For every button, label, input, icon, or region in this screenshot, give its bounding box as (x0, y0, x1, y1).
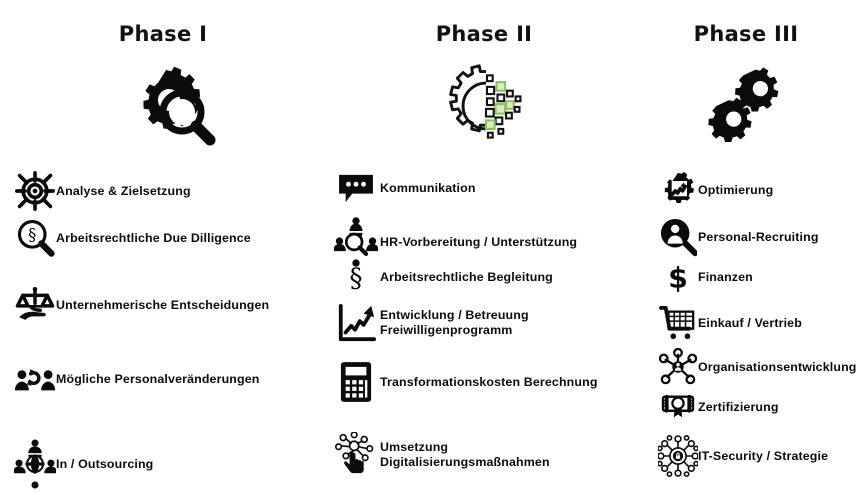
list-item-label: Organisationsentwicklung (698, 359, 856, 374)
list-item-label: Einkauf / Vertrieb (698, 315, 802, 330)
svg-text:§: § (28, 226, 36, 245)
two-gears-icon (708, 62, 788, 142)
list-item-label: Personal-Recruiting (698, 229, 819, 244)
hand-click-network-icon (332, 432, 380, 478)
list-item[interactable]: Mögliche Personalveränderungen (14, 362, 314, 396)
list-item[interactable]: Kommunikation (332, 172, 638, 204)
list-item-label: Arbeitsrechtliche Due Dilligence (56, 230, 251, 245)
list-item-label: Umsetzung Digitalisierungsmaßnahmen (380, 440, 550, 469)
list-item[interactable]: Analyse & Zielsetzung (14, 171, 314, 211)
phase-3-hero-icon-wrap (640, 62, 856, 154)
list-item-label: Entwicklung / Betreuung Freiwilligenprog… (380, 308, 529, 337)
phase-column-1: Phase I (0, 0, 320, 489)
gear-magnifier-icon (126, 62, 222, 150)
calculator-icon (332, 360, 380, 404)
list-item[interactable]: $ Finanzen (658, 262, 856, 292)
org-network-icon (658, 348, 698, 386)
person-magnifier-icon (658, 217, 698, 257)
list-item[interactable]: In / Outsourcing (14, 435, 314, 493)
certificate-scroll-icon (658, 392, 698, 422)
phase-2-hero-icon-wrap (320, 62, 646, 154)
list-item[interactable]: Organisationsentwicklung (658, 348, 856, 386)
people-search-icon (332, 216, 380, 268)
list-item[interactable]: Transformationskosten Berechnung (332, 360, 638, 404)
shopping-cart-icon (658, 305, 698, 341)
list-item[interactable]: § Arbeitsrechtliche Due Dilligence (14, 217, 314, 259)
svg-text:§: § (349, 263, 362, 293)
phase-column-2: Phase II (320, 0, 640, 488)
list-item[interactable]: Unternehmerische Entscheidungen (14, 283, 314, 327)
digital-gear-pixels-icon (440, 62, 532, 150)
list-item[interactable]: Umsetzung Digitalisierungsmaßnahmen (332, 432, 638, 478)
list-item-label: Unternehmerische Entscheidungen (56, 297, 270, 312)
list-item[interactable]: HR-Vorbereitung / Unterstützung (332, 216, 638, 268)
list-item-label: Kommunikation (380, 180, 476, 195)
phase-1-title: Phase I (118, 22, 208, 46)
dollar-sign-icon: $ (658, 262, 698, 292)
phase-column-3: Phase III (640, 0, 856, 488)
target-crosshair-icon (14, 171, 56, 211)
people-exchange-icon (14, 362, 56, 396)
phase-3-title: Phase III (693, 22, 799, 46)
gear-chart-icon (658, 172, 698, 208)
list-item-label: HR-Vorbereitung / Unterstützung (380, 234, 578, 249)
scales-on-hand-icon (14, 283, 56, 327)
people-globe-network-icon (14, 435, 56, 493)
list-item[interactable]: Einkauf / Vertrieb (658, 305, 856, 341)
list-item-label: Arbeitsrechtliche Begleitung (380, 269, 553, 284)
list-item-label: Transformationskosten Berechnung (380, 374, 598, 389)
list-item-label: Mögliche Personalveränderungen (56, 371, 260, 386)
phase-1-hero-icon-wrap (0, 62, 334, 154)
list-item-label: Analyse & Zielsetzung (56, 183, 191, 198)
speech-bubble-icon (332, 172, 380, 204)
phase-2-title: Phase II (435, 22, 533, 46)
list-item-label: Optimierung (698, 182, 774, 197)
list-item[interactable]: Personal-Recruiting (658, 217, 856, 257)
paragraph-section-icon: § (332, 261, 380, 293)
list-item-label: IT-Security / Strategie (698, 448, 829, 463)
security-lock-network-icon (658, 435, 698, 477)
list-item[interactable]: Optimierung (658, 172, 856, 208)
paragraph-magnifier-icon: § (14, 217, 56, 259)
growth-chart-icon (332, 303, 380, 343)
list-item-label: Zertifizierung (698, 399, 779, 414)
list-item-label: Finanzen (698, 269, 753, 284)
list-item-label: In / Outsourcing (56, 456, 154, 471)
list-item[interactable]: Zertifizierung (658, 392, 856, 422)
list-item[interactable]: IT-Security / Strategie (658, 435, 856, 477)
list-item[interactable]: Entwicklung / Betreuung Freiwilligenprog… (332, 303, 638, 343)
svg-text:$: $ (668, 262, 688, 292)
list-item[interactable]: § Arbeitsrechtliche Begleitung (332, 261, 638, 293)
